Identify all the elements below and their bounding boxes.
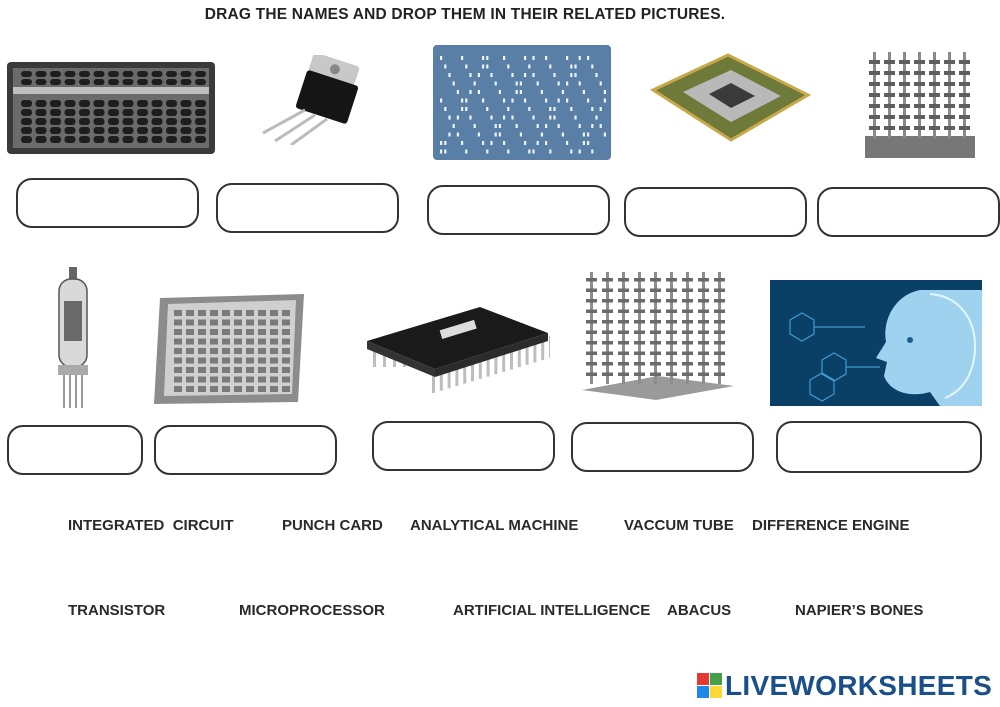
liveworksheets-brand: LIVEWORKSHEETS: [697, 670, 993, 701]
drop-zone-punch-card[interactable]: [427, 185, 610, 235]
word-microprocessor[interactable]: MICROPROCESSOR: [239, 602, 385, 619]
drop-zone-artificial-intelligence[interactable]: [776, 421, 982, 473]
drop-zone-transistor[interactable]: [216, 183, 399, 233]
drop-zone-microprocessor[interactable]: [624, 187, 807, 237]
word-napiers-bones[interactable]: NAPIER’S BONES: [795, 602, 924, 619]
microprocessor-chip-icon: [649, 53, 812, 142]
punch-card-icon: [433, 45, 611, 160]
drop-zone-abacus[interactable]: [16, 178, 199, 228]
brand-name: LIVEWORKSHEETS: [725, 670, 993, 701]
drop-zone-napiers-bones[interactable]: [154, 425, 337, 475]
abacus-icon: [7, 62, 215, 154]
artificial-intelligence-icon: [770, 280, 982, 406]
word-transistor[interactable]: TRANSISTOR: [68, 602, 166, 619]
drop-zone-vacuum-tube[interactable]: [7, 425, 143, 475]
difference-engine-icon: [865, 52, 975, 158]
instruction-title: DRAG THE NAMES AND DROP THEM IN THEIR RE…: [204, 6, 726, 23]
word-vaccum-tube[interactable]: VACCUM TUBE: [624, 517, 734, 534]
drop-zone-analytical-machine[interactable]: [571, 422, 754, 472]
word-difference-engine[interactable]: DIFFERENCE ENGINE: [752, 517, 910, 534]
vacuum-tube-icon: [58, 267, 88, 408]
transistor-icon: [262, 55, 360, 145]
drop-zone-integrated-circuit[interactable]: [372, 421, 555, 471]
word-punch-card[interactable]: PUNCH CARD: [282, 517, 383, 534]
word-analytical-machine[interactable]: ANALYTICAL MACHINE: [410, 517, 579, 534]
drop-zone-difference-engine[interactable]: [817, 187, 1000, 237]
word-integrated-circuit[interactable]: INTEGRATED CIRCUIT: [68, 517, 234, 534]
analytical-machine-icon: [582, 272, 734, 400]
liveworksheets-logo-icon: [697, 673, 722, 698]
word-artificial-intelligence[interactable]: ARTIFICIAL INTELLIGENCE: [453, 602, 651, 619]
napiers-bones-icon: [154, 294, 304, 404]
word-abacus[interactable]: ABACUS: [667, 602, 732, 619]
integrated-circuit-icon: [367, 307, 550, 393]
